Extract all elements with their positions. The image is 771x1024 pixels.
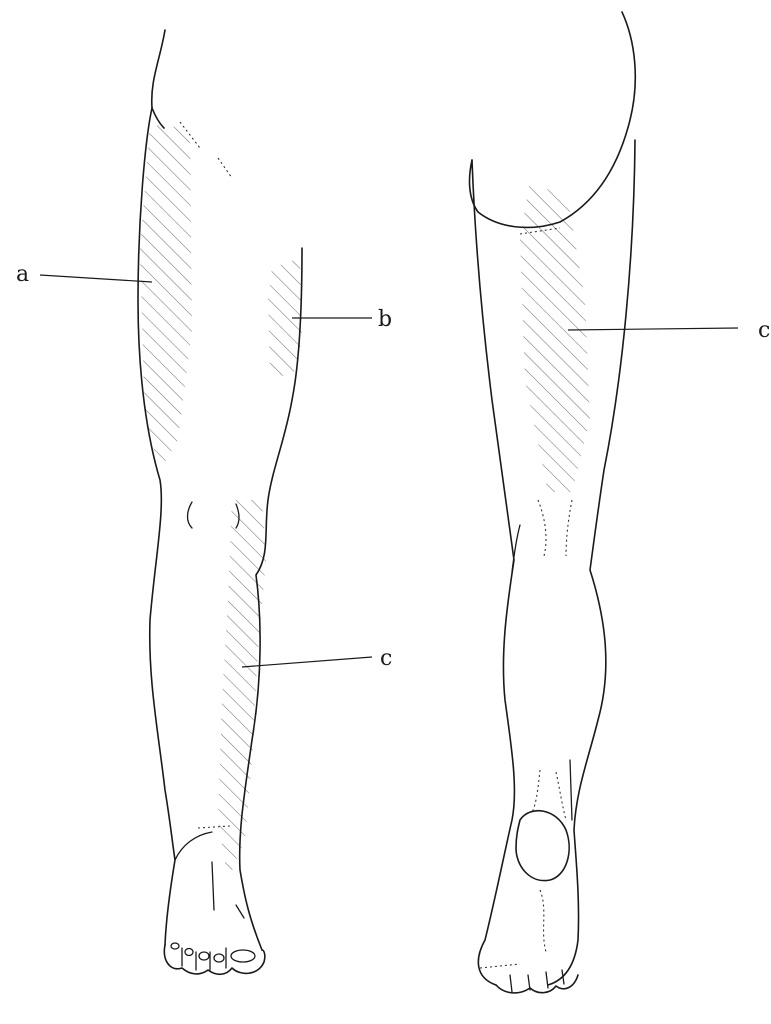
hatch-zone-c — [218, 500, 266, 880]
toe-nail-4 — [184, 947, 194, 957]
heel — [515, 809, 570, 882]
toe-nail-2 — [213, 953, 225, 963]
anterior-foot — [163, 944, 266, 976]
leader-line-c — [241, 656, 373, 668]
knee-mark-right — [235, 503, 240, 529]
hatch-zone-a — [140, 125, 192, 470]
anterior-leg — [137, 29, 303, 976]
big-toe-nail — [230, 949, 256, 963]
label-b-group: b — [292, 307, 392, 332]
posterior-leg-inner-contour — [547, 139, 636, 986]
label-a: a — [16, 262, 29, 287]
knee-mark-left — [186, 501, 193, 529]
label-b: b — [378, 307, 392, 332]
label-c: c — [380, 646, 392, 671]
hatch-zone-b — [268, 258, 302, 380]
toe-lines — [181, 947, 227, 971]
sole-dotted — [539, 889, 547, 953]
posterior-toe-lines — [509, 969, 565, 993]
achilles-line — [569, 759, 573, 821]
posterior-leg — [468, 11, 637, 994]
knee-dotted-right — [565, 499, 573, 557]
toe-nail-3 — [198, 951, 210, 961]
posterior-leg-outer-contour — [471, 159, 516, 986]
buttock-contour — [468, 11, 637, 229]
thigh-dotted — [519, 227, 561, 235]
thigh-crease — [151, 107, 165, 129]
sole-edge-dotted — [479, 963, 521, 969]
leader-line-a — [39, 274, 153, 283]
label-d-group: c — [567, 318, 770, 343]
label-c-group: c — [241, 646, 392, 671]
foot-tendon — [211, 861, 245, 919]
posterior-foot-toes — [495, 974, 579, 994]
anterior-leg-outer-contour — [137, 29, 176, 946]
hip-dotted-line — [179, 121, 233, 179]
hatch-zone-d — [520, 180, 590, 492]
ankle-dotted-line — [197, 825, 231, 829]
label-a-group: a — [16, 262, 153, 287]
achilles-dotted — [531, 769, 567, 821]
leader-line-d — [567, 327, 739, 331]
label-d-partial: c — [758, 318, 770, 343]
ankle-line — [174, 831, 213, 861]
anterior-leg-inner-contour — [238, 247, 303, 951]
knee-crease-left — [511, 524, 521, 573]
toe-nail-5 — [170, 942, 180, 950]
knee-dotted-left — [537, 499, 547, 557]
